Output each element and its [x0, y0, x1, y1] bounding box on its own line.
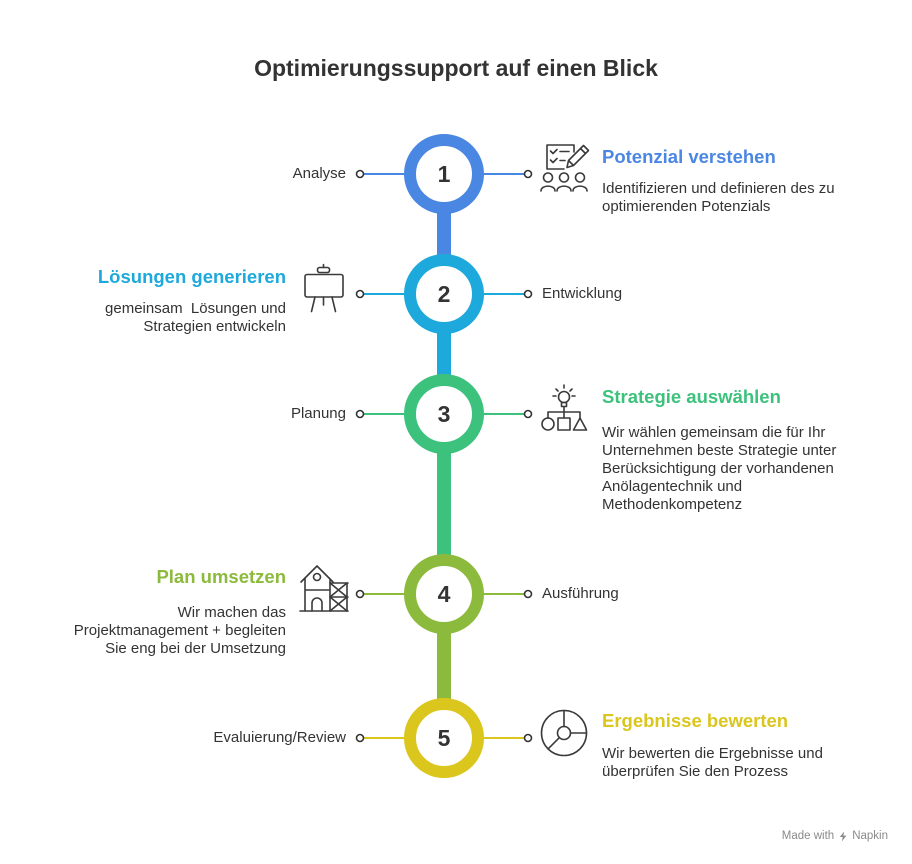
building-scaffold-icon	[299, 565, 349, 612]
step-5-label: Evaluierung/Review	[213, 729, 346, 746]
step-1-description-line-1: Identifizieren und definieren des zu	[602, 180, 835, 197]
person-head-1	[542, 172, 554, 183]
step-4-ring	[404, 554, 484, 634]
step-5-left-dot	[355, 733, 365, 743]
person-head-2	[558, 172, 570, 183]
checklist-document	[546, 144, 575, 170]
step-2-description: gemeinsam Lösungen und Strategien entwic…	[105, 300, 286, 336]
strategy-square-shape	[557, 417, 571, 431]
easel-legs	[310, 296, 337, 313]
step-1-label: Analyse	[292, 165, 346, 182]
person-shoulders-1	[540, 185, 556, 192]
step-4-description-line-1: Wir machen das	[177, 604, 286, 621]
scaffold-braces	[329, 582, 348, 612]
scaffold-frame	[329, 582, 349, 612]
step-1-title: Potenzial verstehen	[602, 146, 776, 167]
step-4-description-line-3: Sie eng bei der Umsetzung	[105, 640, 286, 657]
step-3-description-line-3: Berücksichtigung der vorhandenen	[602, 460, 834, 477]
lightbulb-glass	[557, 390, 571, 404]
easel-board	[304, 273, 344, 298]
made-with-napkin-footer: Made with Napkin	[782, 828, 888, 844]
step-5-title: Ergebnisse bewerten	[602, 710, 789, 731]
step-5-number: 5	[438, 725, 451, 751]
step-5-node: 5	[404, 698, 484, 778]
step-4-description-line-2: Projektmanagement + begleiten	[73, 622, 286, 639]
checklist-check-1	[549, 148, 558, 155]
step-2-description-line-2: Strategien entwickeln	[143, 318, 286, 335]
spine-segment-2-3	[437, 326, 451, 382]
napkin-brand-text: Napkin	[852, 830, 888, 842]
flipchart-easel-icon	[304, 263, 344, 313]
spine-segment-3-4	[437, 446, 451, 562]
house-roof	[300, 565, 334, 583]
step-5-right-dot	[523, 733, 533, 743]
step-1-left-dot	[355, 169, 365, 179]
pie-chart-review-icon	[540, 709, 588, 757]
person-shoulders-3	[572, 185, 588, 192]
spine-segment-1-2	[437, 206, 451, 262]
checklist-check-2	[549, 157, 558, 164]
napkin-logo-bolt	[839, 831, 847, 841]
step-3-description-line-1: Wir wählen gemeinsam die für Ihr	[602, 424, 826, 441]
step-5-description-line-1: Wir bewerten die Ergebnisse und	[602, 745, 823, 762]
step-1-description: Identifizieren und definieren des zu opt…	[602, 180, 835, 216]
step-3-description-line-2: Unternehmen beste Strategie unter	[602, 442, 837, 459]
step-4-title: Plan umsetzen	[156, 566, 286, 587]
step-2-description-line-1: gemeinsam Lösungen und	[105, 300, 286, 317]
strategy-triangle-shape	[572, 417, 588, 431]
step-2-title: Lösungen generieren	[97, 266, 286, 287]
step-1-number: 1	[438, 161, 451, 187]
step-2-ring	[404, 254, 484, 334]
step-3-node: 3	[404, 374, 484, 454]
napkin-logo-icon	[839, 831, 847, 841]
spine-segment-4-5	[437, 626, 451, 706]
strategy-circle-shape	[541, 417, 555, 431]
person-shoulders-2	[556, 185, 572, 192]
step-2-node: 2	[404, 254, 484, 334]
step-4-left-dot	[355, 589, 365, 599]
step-5-description: Wir bewerten die Ergebnisse und überprüf…	[602, 745, 823, 781]
house-walls	[304, 577, 331, 612]
step-3-right-dot	[523, 409, 533, 419]
house-door	[311, 597, 323, 612]
step-3-label: Planung	[290, 405, 346, 422]
step-3-description-line-4: Anölagentechnik und	[602, 478, 743, 495]
step-1-node: 1	[404, 134, 484, 214]
step-1-right-dot	[523, 169, 533, 179]
step-3-title: Strategie auswählen	[602, 386, 781, 407]
person-head-3	[574, 172, 586, 183]
step-3-number: 3	[438, 401, 451, 427]
step-1-ring	[404, 134, 484, 214]
house-round-window	[312, 572, 322, 582]
pencil	[566, 144, 590, 169]
lightbulb-rays	[552, 384, 576, 397]
checklist-team-icon	[540, 144, 590, 192]
step-3-left-dot	[355, 409, 365, 419]
step-2-number: 2	[438, 281, 451, 307]
page-title: Optimierungssupport auf einen Blick	[254, 55, 658, 81]
made-with-text: Made with	[781, 830, 835, 842]
step-4-description: Wir machen das Projektmanagement + begle…	[74, 604, 286, 658]
step-2-label: Entwicklung	[542, 285, 623, 302]
step-4-number: 4	[438, 581, 451, 607]
step-2-right-dot	[523, 289, 533, 299]
step-3-description-line-5: Methodenkompetenz	[602, 496, 743, 513]
step-4-node: 4	[404, 554, 484, 634]
strategy-lightbulb-shapes-icon	[541, 384, 588, 431]
step-2-left-dot	[355, 289, 365, 299]
step-3-ring	[404, 374, 484, 454]
pie-dividers	[547, 709, 588, 750]
strategy-branches	[547, 405, 581, 419]
step-3-description: Wir wählen gemeinsam die für Ihr Unterne…	[602, 424, 836, 514]
step-5-description-line-2: überprüfen Sie den Prozess	[602, 763, 788, 780]
step-5-ring	[404, 698, 484, 778]
easel-clip	[316, 266, 331, 274]
step-4-label: Ausführung	[542, 585, 619, 602]
step-4-right-dot	[523, 589, 533, 599]
step-1-description-line-2: optimierenden Potenzials	[602, 198, 771, 215]
